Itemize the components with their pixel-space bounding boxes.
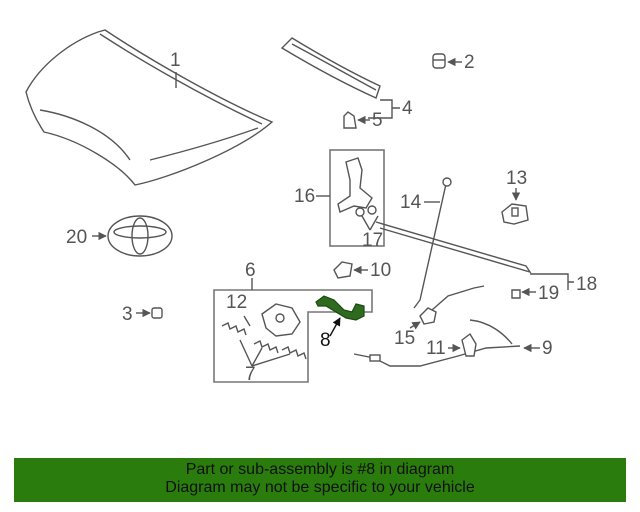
bolt[interactable]	[511, 289, 521, 299]
seal-strip[interactable]	[375, 221, 532, 274]
support-rod-grommet[interactable]	[419, 307, 437, 325]
callout-8: 8	[320, 330, 331, 351]
callout-11: 11	[426, 338, 446, 359]
springs[interactable]	[221, 322, 307, 360]
hood-lock[interactable]	[261, 303, 301, 337]
lock-support[interactable]	[333, 261, 353, 279]
hood-panel[interactable]	[25, 29, 274, 186]
latch-assembly-box	[213, 289, 373, 383]
info-banner: Part or sub-assembly is #8 in diagram Di…	[14, 458, 626, 502]
leader-15	[409, 321, 421, 330]
callout-6: 6	[245, 260, 256, 281]
callout-10: 10	[370, 260, 391, 281]
callout-20: 20	[66, 227, 87, 248]
callout-17: 17	[362, 230, 383, 251]
callout-18: 18	[576, 274, 597, 295]
callout-13: 13	[506, 168, 527, 189]
leader-17	[361, 215, 379, 231]
hood-weatherstrip[interactable]	[280, 37, 381, 99]
banner-line-1: Part or sub-assembly is #8 in diagram	[185, 461, 455, 478]
callout-3: 3	[122, 304, 133, 325]
callout-5: 5	[372, 110, 383, 131]
callout-16: 16	[294, 186, 315, 207]
hood-support-rod[interactable]	[413, 177, 452, 309]
leader-8	[329, 317, 341, 337]
hood-hinge[interactable]	[337, 157, 377, 217]
callout-2: 2	[464, 52, 475, 73]
bumper-cushion[interactable]	[432, 53, 446, 69]
leader-12	[243, 315, 251, 327]
callout-9: 9	[542, 338, 553, 359]
retainer-clip[interactable]	[343, 111, 357, 129]
callout-1: 1	[170, 50, 181, 71]
support-rod-holder[interactable]	[501, 203, 529, 225]
callout-14: 14	[400, 192, 422, 213]
callout-7: 7	[245, 364, 256, 385]
callout-19: 19	[538, 283, 559, 304]
leader-4	[368, 99, 400, 119]
release-cable[interactable]	[353, 285, 521, 367]
banner-line-2: Diagram may not be specific to your vehi…	[165, 479, 475, 496]
callout-4: 4	[402, 98, 413, 119]
insulator-clip[interactable]	[151, 307, 163, 319]
emblem[interactable]	[107, 215, 173, 257]
highlighted-part-8[interactable]	[315, 295, 365, 321]
leader-18	[530, 273, 574, 290]
callout-12: 12	[226, 292, 247, 313]
cable-clamp[interactable]	[461, 332, 477, 357]
callout-15: 15	[394, 328, 415, 349]
leader-7	[239, 339, 291, 367]
